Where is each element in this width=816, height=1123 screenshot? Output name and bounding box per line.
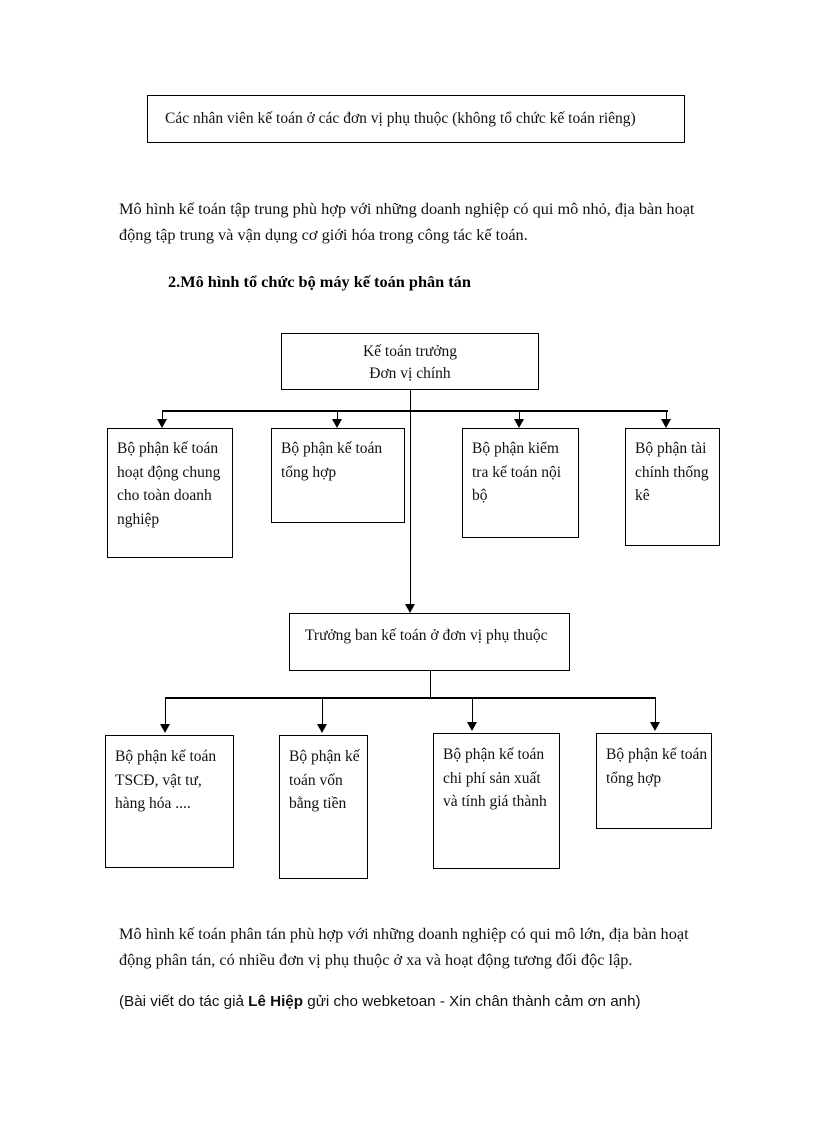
paragraph-top: Mô hình kế toán tập trung phù hợp với nh… bbox=[119, 199, 695, 245]
org-node-middle-label: Trưởng ban kế toán ở đơn vị phụ thuộc bbox=[305, 627, 548, 644]
org-node-l1-2: Bộ phận kế toán tổng hợp bbox=[271, 428, 405, 523]
connector-drop-l2-1 bbox=[164, 697, 167, 725]
org-node-l2-3-label: Bộ phận kế toán chi phí sản xuất và tính… bbox=[443, 746, 547, 811]
arrowhead-l2-2 bbox=[316, 724, 327, 733]
arrowhead-l1-1 bbox=[156, 419, 167, 428]
arrowhead-l1-4 bbox=[660, 419, 671, 428]
section-heading-2: 2.Mô hình tổ chức bộ máy kế toán phân tá… bbox=[168, 272, 471, 291]
org-node-l1-3-label: Bộ phận kiểm tra kế toán nội bộ bbox=[472, 440, 562, 505]
credit-suffix: gửi cho webketoan - Xin chân thành cảm ơ… bbox=[303, 993, 641, 1010]
credit-prefix: (Bài viết do tác giả bbox=[119, 993, 249, 1010]
connector-middle-stem bbox=[429, 671, 432, 698]
connector-root-to-middle bbox=[409, 390, 412, 605]
paragraph-bottom: Mô hình kế toán phân tán phù hợp với nhữ… bbox=[119, 924, 689, 970]
credit-line: (Bài viết do tác giả Lê Hiệp gửi cho web… bbox=[119, 991, 739, 1014]
org-node-l2-2-label: Bộ phận kế toán vốn bằng tiền bbox=[289, 748, 360, 813]
arrowhead-l2-3 bbox=[466, 722, 477, 731]
header-box: Các nhân viên kế toán ở các đơn vị phụ t… bbox=[147, 95, 685, 143]
org-node-l1-3: Bộ phận kiểm tra kế toán nội bộ bbox=[462, 428, 579, 538]
header-box-text: Các nhân viên kế toán ở các đơn vị phụ t… bbox=[165, 110, 636, 127]
org-node-root: Kế toán trưởng Đơn vị chính bbox=[281, 333, 539, 390]
connector-drop-l1-2 bbox=[336, 410, 339, 421]
org-node-l2-4-label: Bộ phận kế toán tổng hợp bbox=[606, 746, 708, 787]
org-node-middle: Trưởng ban kế toán ở đơn vị phụ thuộc bbox=[289, 613, 570, 671]
connector-drop-l1-3 bbox=[518, 410, 521, 421]
org-node-l2-3: Bộ phận kế toán chi phí sản xuất và tính… bbox=[433, 733, 560, 869]
org-node-l2-2: Bộ phận kế toán vốn bằng tiền bbox=[279, 735, 368, 879]
connector-bus-level1 bbox=[162, 410, 668, 412]
connector-drop-l2-4 bbox=[654, 697, 657, 723]
arrowhead-l2-4 bbox=[649, 722, 660, 731]
arrowhead-middle bbox=[404, 604, 415, 613]
org-node-l2-1: Bộ phận kế toán TSCĐ, vật tư, hàng hóa .… bbox=[105, 735, 234, 868]
connector-drop-l2-2 bbox=[321, 697, 324, 725]
credit-author: Lê Hiệp bbox=[248, 993, 304, 1010]
connector-drop-l2-3 bbox=[471, 697, 474, 723]
org-node-l1-1: Bộ phận kế toán hoạt động chung cho toàn… bbox=[107, 428, 233, 558]
arrowhead-l1-3 bbox=[513, 419, 524, 428]
org-node-l2-4: Bộ phận kế toán tổng hợp bbox=[596, 733, 712, 829]
org-node-l1-1-label: Bộ phận kế toán hoạt động chung cho toàn… bbox=[117, 440, 221, 528]
connector-drop-l1-1 bbox=[161, 410, 164, 421]
arrowhead-l1-2 bbox=[331, 419, 342, 428]
org-node-l2-1-label: Bộ phận kế toán TSCĐ, vật tư, hàng hóa .… bbox=[115, 748, 217, 813]
connector-bus-level2 bbox=[165, 697, 656, 699]
arrowhead-l2-1 bbox=[159, 724, 170, 733]
org-node-l1-2-label: Bộ phận kế toán tổng hợp bbox=[281, 440, 383, 481]
org-node-l1-4: Bộ phận tài chính thống kê bbox=[625, 428, 720, 546]
org-node-l1-4-label: Bộ phận tài chính thống kê bbox=[635, 440, 709, 505]
org-node-root-label: Kế toán trưởng Đơn vị chính bbox=[362, 343, 458, 383]
connector-drop-l1-4 bbox=[665, 410, 668, 421]
